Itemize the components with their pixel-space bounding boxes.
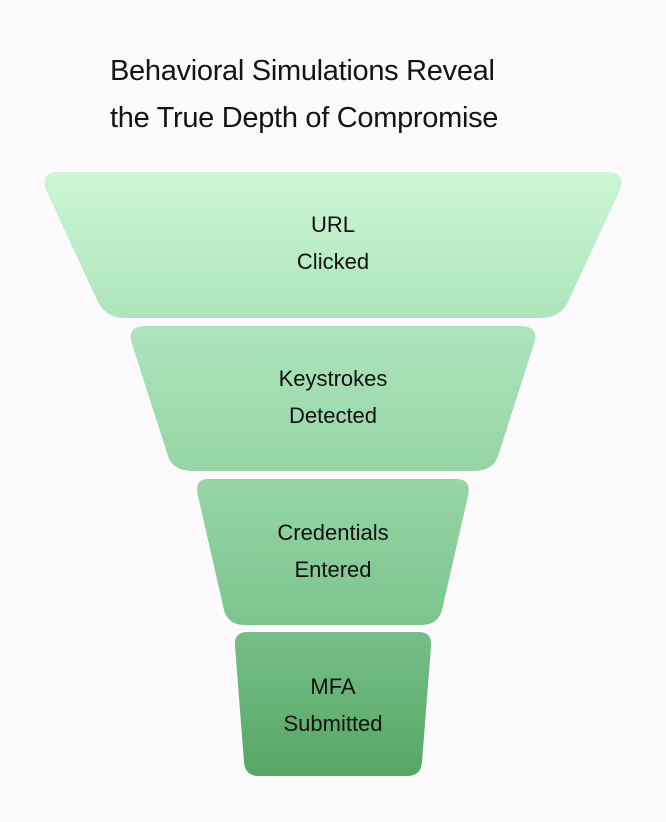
title-line-2: the True Depth of Compromise: [110, 102, 499, 134]
stage-label-line-1: Keystrokes: [278, 366, 388, 391]
stage-label-url-clicked: URL Clicked: [0, 206, 666, 280]
funnel-stage-url-clicked: [44, 172, 622, 318]
title-line-1: Behavioral Simulations Reveal: [110, 55, 495, 87]
stage-label-line-2: Clicked: [296, 249, 370, 274]
stage-label-line-1: Credentials: [277, 520, 389, 545]
stage-label-credentials-entered: Credentials Entered: [0, 514, 666, 588]
stage-label-line-2: Detected: [288, 403, 378, 428]
stage-label-line-2: Submitted: [283, 711, 383, 736]
stage-label-line-2: Entered: [294, 557, 372, 582]
diagram-title: Behavioral Simulations Reveal the True D…: [0, 48, 666, 142]
stage-label-keystrokes-detected: Keystrokes Detected: [0, 360, 666, 434]
funnel-stage-mfa-submitted: [234, 632, 432, 776]
funnel-stage-keystrokes-detected: [130, 326, 536, 471]
stage-label-line-1: MFA: [310, 674, 356, 699]
stage-label-line-1: URL: [310, 212, 355, 237]
funnel-stage-credentials-entered: [197, 479, 469, 625]
stage-label-mfa-submitted: MFA Submitted: [0, 668, 666, 742]
